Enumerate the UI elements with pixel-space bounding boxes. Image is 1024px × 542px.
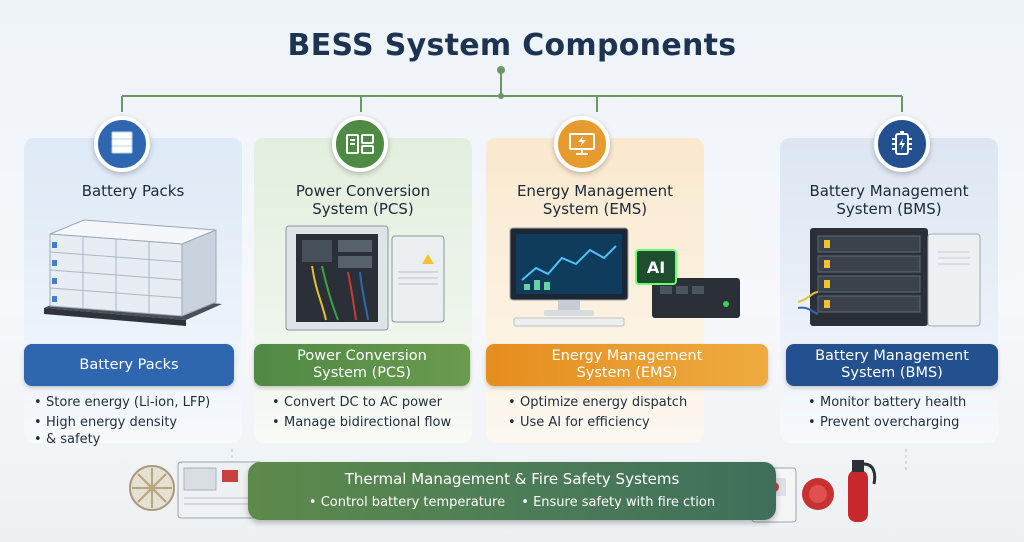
ems-illustration	[509, 227, 740, 327]
pcs-heading: Power Conversion System (PCS)	[295, 182, 431, 218]
list-item: Control battery temperature	[309, 495, 505, 510]
thermal-fire-safety-bullets: Control battery temperature Ensure safet…	[248, 495, 776, 510]
bms-bullets: Monitor battery health Prevent overcharg…	[806, 394, 1006, 434]
pcs-bullets: Convert DC to AC power Manage bidirectio…	[270, 394, 480, 434]
pcs-illustration	[285, 225, 445, 331]
battery-stack-icon	[94, 116, 150, 172]
battery-packs-illustration	[44, 219, 222, 326]
page-title: BESS System Components	[287, 28, 737, 63]
battery-packs-label-bar: Battery Packs	[24, 344, 234, 386]
power-converter-icon	[332, 116, 388, 172]
ai-chip-label: AI	[646, 258, 666, 277]
thermal-equipment-illustration	[129, 461, 263, 519]
bms-label-bar: Battery Management System (BMS)	[786, 344, 998, 386]
computer-lightning-icon	[554, 116, 610, 172]
list-item: Store energy (Li-ion, LFP)	[32, 394, 242, 411]
thermal-fire-safety-bar: Thermal Management & Fire Safety Systems…	[248, 462, 776, 520]
list-item: Use AI for efficiency	[506, 414, 746, 431]
bms-heading: Battery Management System (BMS)	[809, 182, 969, 218]
battery-packs-heading: Battery Packs	[81, 182, 185, 200]
pcs-label-bar: Power Conversion System (PCS)	[254, 344, 470, 386]
list-item: High energy density	[32, 414, 242, 431]
ems-bullets: Optimize energy dispatch Use AI for effi…	[506, 394, 746, 434]
list-item: Ensure safety with fire ction	[521, 495, 715, 510]
ems-heading: Energy Management System (EMS)	[516, 182, 674, 218]
battery-chip-icon	[874, 116, 930, 172]
list-item: Convert DC to AC power	[270, 394, 480, 411]
battery-packs-bullets: Store energy (Li-ion, LFP) High energy d…	[32, 394, 242, 451]
ems-label-bar: Energy Management System (EMS)	[486, 344, 768, 386]
list-item: Prevent overcharging	[806, 414, 1006, 431]
list-item: & safety	[32, 431, 242, 448]
bms-illustration	[798, 228, 981, 327]
list-item: Monitor battery health	[806, 394, 1006, 411]
thermal-fire-safety-title: Thermal Management & Fire Safety Systems	[344, 470, 680, 488]
list-item: Manage bidirectional flow	[270, 414, 480, 431]
list-item: Optimize energy dispatch	[506, 394, 746, 411]
